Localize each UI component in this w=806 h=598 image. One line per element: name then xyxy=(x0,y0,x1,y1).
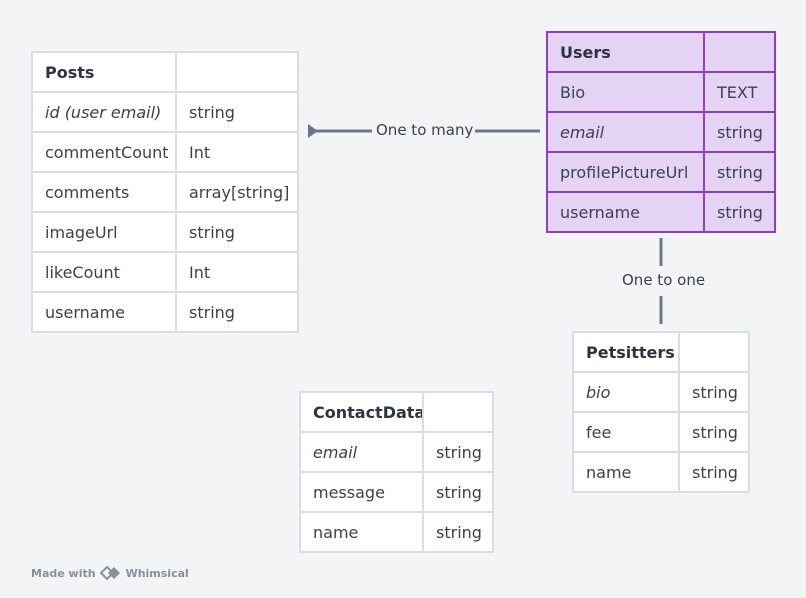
field-row[interactable]: email string xyxy=(548,113,774,153)
entity-title: ContactData xyxy=(301,393,424,431)
field-type: string xyxy=(717,122,763,142)
made-with-badge[interactable]: Made with Whimsical xyxy=(31,566,189,580)
field-row[interactable]: fee string xyxy=(574,413,748,453)
field-type: string xyxy=(189,222,235,242)
relation-label-one-to-one: One to one xyxy=(620,271,708,289)
field-name: message xyxy=(301,473,424,511)
field-type: string xyxy=(436,522,482,542)
field-name: username xyxy=(548,193,705,231)
field-name: name xyxy=(301,513,424,551)
field-type: TEXT xyxy=(717,82,758,102)
field-name: profilePictureUrl xyxy=(548,153,705,191)
entity-header: Petsitters xyxy=(574,333,748,373)
one-to-many-arrowhead xyxy=(308,124,318,138)
field-type: Int xyxy=(189,262,211,282)
field-row[interactable]: id (user email) string xyxy=(33,93,297,133)
entity-header: Posts xyxy=(33,53,297,93)
field-name: id (user email) xyxy=(33,93,177,131)
field-type: string xyxy=(189,102,235,122)
field-type: string xyxy=(436,482,482,502)
field-type: string xyxy=(692,462,738,482)
field-type: string xyxy=(189,302,235,322)
field-row[interactable]: likeCount Int xyxy=(33,253,297,293)
field-name: comments xyxy=(33,173,177,211)
relation-label-one-to-many: One to many xyxy=(374,121,476,139)
entity-posts[interactable]: Posts id (user email) string commentCoun… xyxy=(31,51,299,333)
field-type: string xyxy=(436,442,482,462)
field-type: string xyxy=(692,422,738,442)
field-row[interactable]: Bio TEXT xyxy=(548,73,774,113)
entity-petsitters[interactable]: Petsitters bio string fee string name st… xyxy=(572,331,750,493)
entity-users[interactable]: Users Bio TEXT email string profilePictu… xyxy=(546,31,776,233)
whimsical-logo-icon xyxy=(99,566,120,580)
field-name: imageUrl xyxy=(33,213,177,251)
field-name: email xyxy=(548,113,705,151)
entity-contactdata[interactable]: ContactData email string message string … xyxy=(299,391,494,553)
entity-header: Users xyxy=(548,33,774,73)
field-type: string xyxy=(692,382,738,402)
field-row[interactable]: message string xyxy=(301,473,492,513)
field-type: array[string] xyxy=(189,182,290,202)
field-name: commentCount xyxy=(33,133,177,171)
field-name: email xyxy=(301,433,424,471)
field-name: Bio xyxy=(548,73,705,111)
field-row[interactable]: name string xyxy=(301,513,492,551)
made-with-label: Made with xyxy=(31,566,96,580)
field-row[interactable]: imageUrl string xyxy=(33,213,297,253)
field-type: string xyxy=(717,162,763,182)
field-name: bio xyxy=(574,373,680,411)
field-row[interactable]: username string xyxy=(548,193,774,231)
entity-title: Petsitters xyxy=(574,333,680,371)
field-row[interactable]: comments array[string] xyxy=(33,173,297,213)
entity-title: Users xyxy=(548,33,705,71)
field-row[interactable]: commentCount Int xyxy=(33,133,297,173)
field-row[interactable]: profilePictureUrl string xyxy=(548,153,774,193)
field-row[interactable]: bio string xyxy=(574,373,748,413)
field-name: name xyxy=(574,453,680,491)
field-type: Int xyxy=(189,142,211,162)
field-name: likeCount xyxy=(33,253,177,291)
field-row[interactable]: email string xyxy=(301,433,492,473)
field-row[interactable]: name string xyxy=(574,453,748,491)
field-name: fee xyxy=(574,413,680,451)
field-type: string xyxy=(717,202,763,222)
whimsical-brand: Whimsical xyxy=(125,566,189,580)
entity-title: Posts xyxy=(33,53,177,91)
field-row[interactable]: username string xyxy=(33,293,297,331)
entity-header: ContactData xyxy=(301,393,492,433)
field-name: username xyxy=(33,293,177,331)
